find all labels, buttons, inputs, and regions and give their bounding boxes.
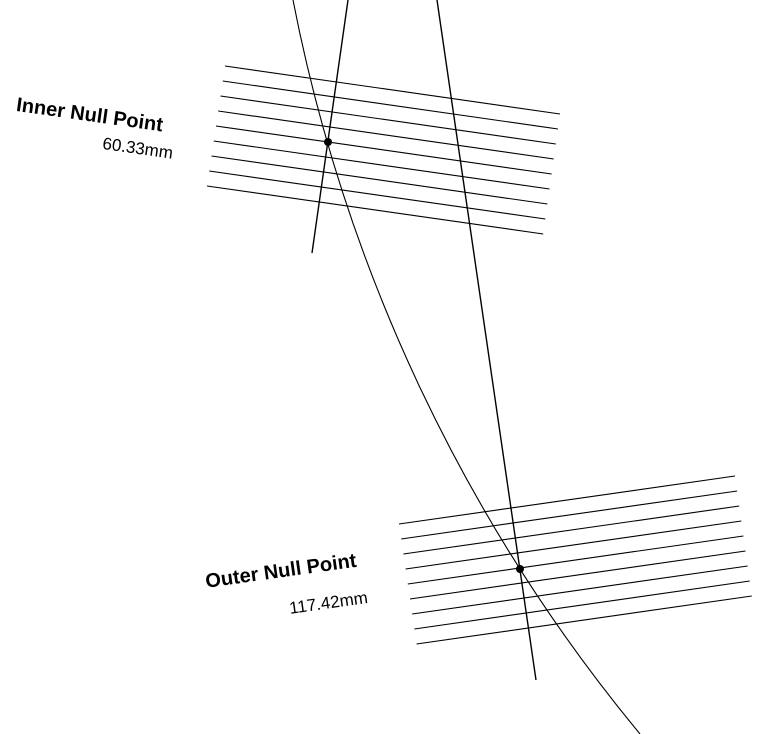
inner-grid-line: [215, 125, 552, 175]
outer-null-point-dot: [516, 565, 524, 573]
stylus-arc: [292, 0, 641, 734]
outer-grid-line: [398, 475, 736, 525]
outer-grid-line: [414, 580, 750, 630]
outer-grid-line: [412, 565, 748, 615]
inner-grid-line: [213, 140, 550, 190]
outer-grid-line: [401, 490, 738, 540]
outer-grid-line: [403, 505, 740, 555]
outer-grid-line: [405, 520, 742, 570]
outer-grid: [398, 475, 752, 645]
inner-grid-line: [206, 185, 544, 235]
inner-grid-line: [224, 65, 561, 115]
outer-grid-line: [416, 595, 752, 645]
inner-grid-line: [222, 80, 558, 130]
inner-grid-line: [211, 155, 548, 205]
inner-grid: [206, 65, 561, 235]
inner-grid-line: [220, 95, 556, 145]
inner-null-point-dot: [324, 138, 332, 146]
inner-grid-line: [209, 170, 546, 220]
inner-grid-line: [218, 110, 554, 160]
outer-grid-line: [407, 535, 744, 585]
outer-grid-line: [409, 550, 746, 600]
